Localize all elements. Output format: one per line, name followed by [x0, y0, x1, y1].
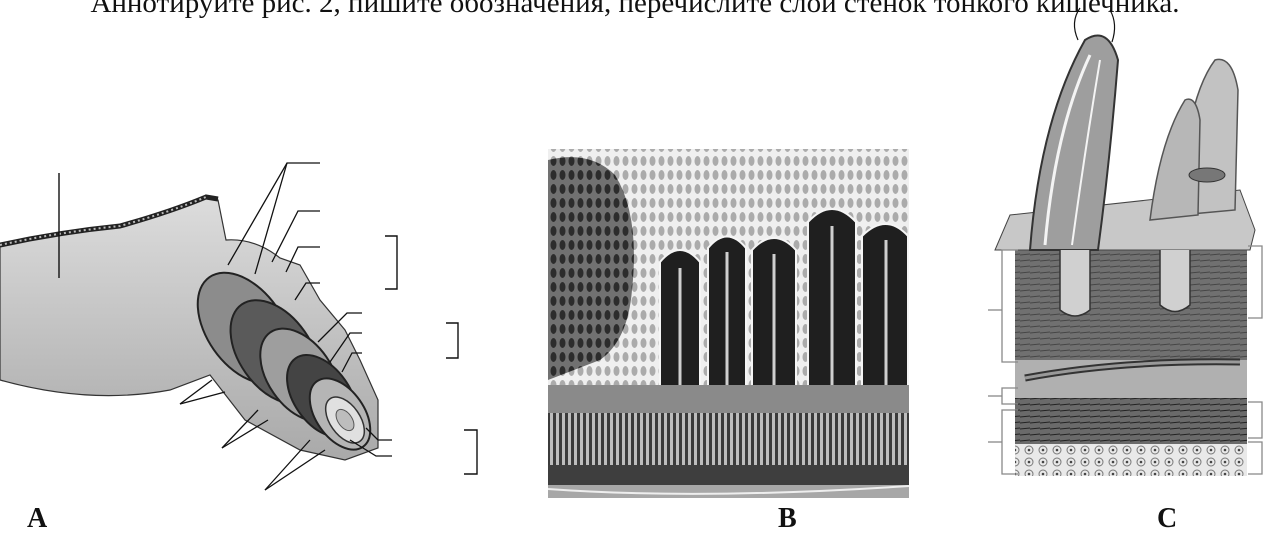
- panel-c-villus-diagram: [988, 8, 1262, 476]
- panel-a-intestine-drawing: [0, 163, 477, 490]
- panel-b-micrograph: [548, 149, 909, 498]
- panel-label-c: C: [1157, 503, 1177, 535]
- panel-label-b: B: [778, 503, 797, 535]
- panel-label-a: A: [27, 503, 47, 535]
